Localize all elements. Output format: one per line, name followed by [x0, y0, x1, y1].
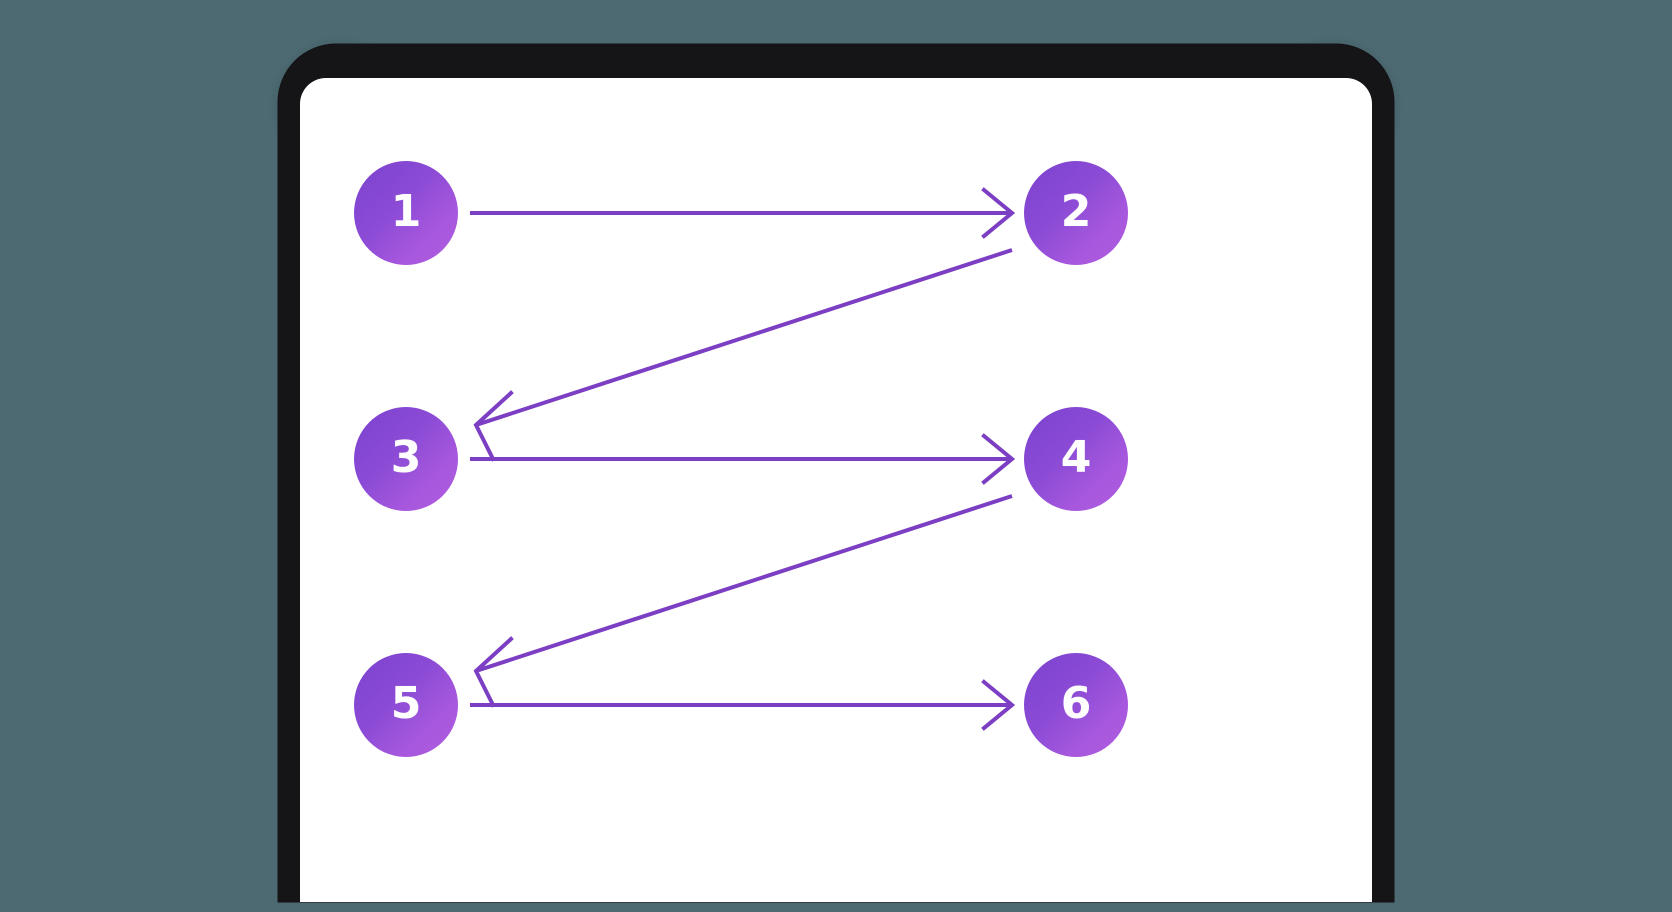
node-1-label: 1 — [390, 186, 422, 237]
node-5-label: 5 — [390, 678, 422, 729]
device-screen: 1 2 3 4 5 6 — [300, 78, 1372, 902]
node-6-label: 6 — [1060, 678, 1092, 729]
edge-layer — [470, 187, 1016, 731]
edge-1-to-2 — [470, 187, 1016, 239]
node-1[interactable]: 1 — [354, 161, 458, 265]
node-4[interactable]: 4 — [1024, 407, 1128, 511]
edge-5-to-6 — [470, 679, 1016, 731]
node-4-label: 4 — [1060, 432, 1092, 483]
edge-2-to-3 — [473, 248, 1013, 462]
node-2[interactable]: 2 — [1024, 161, 1128, 265]
node-5[interactable]: 5 — [354, 653, 458, 757]
node-flow-diagram — [470, 187, 1016, 731]
node-2-label: 2 — [1060, 186, 1092, 237]
edge-3-to-4 — [470, 433, 1016, 485]
node-3[interactable]: 3 — [354, 407, 458, 511]
edge-4-to-5 — [473, 494, 1013, 708]
node-3-label: 3 — [390, 432, 422, 483]
node-6[interactable]: 6 — [1024, 653, 1128, 757]
